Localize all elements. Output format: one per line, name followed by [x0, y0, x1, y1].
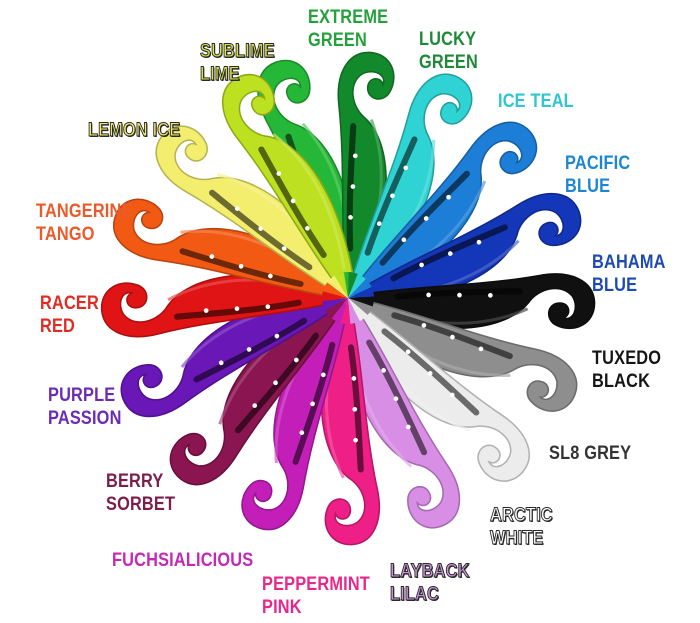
label-line: RED — [40, 316, 76, 337]
label-line: BAHAMA — [592, 252, 666, 273]
label-sl8-grey: SL8 GREY — [549, 442, 631, 465]
color-blade-ice-teal — [348, 73, 473, 298]
label-line: GREEN — [308, 30, 367, 51]
label-line: LEMON ICE — [88, 120, 181, 142]
color-blade-sublime-lime — [221, 73, 356, 293]
wheel-hub — [322, 272, 374, 324]
label-line: TANGO — [36, 224, 95, 245]
label-line: BERRY — [106, 471, 164, 492]
label-lemon-ice: LEMON ICE — [88, 119, 181, 142]
label-line: BLUE — [565, 176, 611, 197]
color-blade-sl8-grey — [348, 297, 578, 412]
color-blade-racer-red — [101, 273, 342, 338]
label-line: TANGERINE — [36, 201, 133, 222]
label-line: SUBLIME — [200, 41, 275, 63]
label-line: WHITE — [490, 528, 544, 550]
label-line: LAYBACK — [390, 561, 470, 583]
label-line: LILAC — [390, 584, 440, 606]
label-fuchsialicious: FUCHSIALICIOUS — [112, 549, 253, 572]
label-line: EXTREME — [308, 7, 389, 28]
label-line: BLUE — [592, 275, 638, 296]
label-line: SORBET — [106, 494, 176, 515]
label-line: BLACK — [592, 371, 651, 392]
label-line: PASSION — [48, 408, 122, 429]
label-line: ARCTIC — [490, 505, 553, 527]
label-line: PINK — [262, 597, 302, 618]
label-line: RACER — [40, 293, 99, 314]
label-line: SL8 GREY — [549, 443, 632, 464]
label-line: LUCKY — [419, 29, 477, 50]
label-line: PURPLE — [48, 385, 116, 406]
label-line: PACIFIC — [565, 153, 631, 174]
label-ice-teal: ICE TEAL — [498, 90, 574, 113]
label-line: FUCHSIALICIOUS — [112, 550, 254, 571]
color-blade-lemon-ice — [155, 125, 352, 296]
label-line: PEPPERMINT — [262, 574, 370, 595]
label-line: ICE TEAL — [498, 91, 574, 112]
label-line: GREEN — [419, 52, 478, 73]
label-line: TUXEDO — [592, 348, 662, 369]
label-line: LIME — [200, 64, 240, 86]
